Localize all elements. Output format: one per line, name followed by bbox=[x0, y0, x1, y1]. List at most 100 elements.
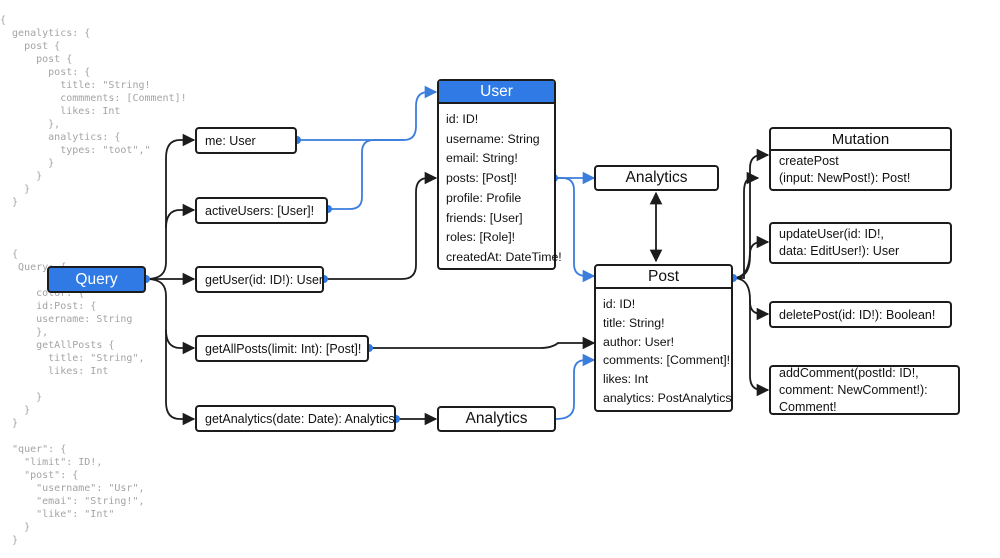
code-line: "quer": { bbox=[0, 444, 67, 455]
add-comment-mutation-node[interactable]: addComment(postId: ID!, comment: NewComm… bbox=[769, 365, 960, 415]
user-field: posts: [Post]! bbox=[446, 171, 518, 186]
add-comment-line-3: Comment! bbox=[779, 399, 837, 414]
code-line: likes: Int bbox=[0, 366, 109, 377]
edge-query-get-analytics bbox=[165, 330, 196, 426]
post-field: comments: [Comment]! bbox=[603, 353, 731, 368]
get-analytics-field-node[interactable]: getAnalytics(date: Date): Analytics bbox=[195, 405, 396, 432]
user-type-fields: id: ID! username: String email: String! pos… bbox=[439, 104, 562, 268]
create-post-line-1: createPost bbox=[779, 154, 839, 168]
user-type-title: User bbox=[439, 81, 554, 104]
add-comment-line-1: addComment(postId: ID!, bbox=[779, 365, 919, 380]
edge-analytics-to-post bbox=[555, 353, 596, 420]
edge-query-me bbox=[145, 133, 196, 280]
code-line: analytics: { bbox=[0, 132, 121, 143]
edge-user-posts-to-post bbox=[554, 177, 596, 283]
query-label: Query bbox=[75, 270, 118, 288]
edge-post-to-analytics-top bbox=[733, 171, 760, 279]
edge-query-active-users bbox=[165, 203, 196, 229]
code-line: likes: Int bbox=[0, 106, 121, 117]
code-line: post { bbox=[0, 41, 61, 52]
code-line: post { bbox=[0, 54, 73, 65]
get-analytics-field-label: getAnalytics(date: Date): Analytics bbox=[205, 411, 395, 426]
edge-post-to-add-comment bbox=[749, 300, 770, 397]
edge-active-users-to-user bbox=[328, 139, 404, 210]
code-line: } bbox=[0, 405, 31, 416]
code-line: title: "String! bbox=[0, 80, 151, 91]
code-line: commments: [Comment]! bbox=[0, 93, 187, 104]
post-type-node[interactable]: Post id: ID! title: String! author: User! c… bbox=[594, 264, 733, 412]
code-line: "post": { bbox=[0, 470, 79, 481]
post-field: id: ID! bbox=[603, 297, 636, 311]
edge-get-user-to-user bbox=[324, 171, 438, 280]
active-users-field-label: activeUsers: [User]! bbox=[205, 203, 315, 218]
query-node[interactable]: Query bbox=[47, 266, 146, 293]
me-field-label: me: User bbox=[205, 133, 256, 148]
code-line: getAllPosts { bbox=[0, 340, 115, 351]
post-field: author: User! bbox=[603, 334, 675, 349]
code-line: { bbox=[0, 15, 7, 26]
edge-query-get-all-posts bbox=[145, 278, 196, 355]
code-line: color: { bbox=[0, 288, 85, 299]
code-line: }, bbox=[0, 119, 61, 130]
user-field: roles: [Role]! bbox=[446, 230, 516, 245]
code-line: id:Post: { bbox=[0, 301, 97, 312]
edge-post-to-create-post bbox=[732, 148, 770, 279]
analytics-top-node[interactable]: Analytics bbox=[594, 165, 719, 191]
post-field: analytics: PostAnalytics bbox=[603, 390, 732, 405]
user-type-node[interactable]: User id: ID! username: String email: Strin… bbox=[437, 79, 562, 270]
get-user-field-label: getUser(id: ID!): User bbox=[205, 272, 324, 287]
code-line: }, bbox=[0, 327, 49, 338]
get-user-field-node[interactable]: getUser(id: ID!): User bbox=[195, 266, 324, 293]
code-line: } bbox=[0, 197, 19, 208]
code-line: "like": "Int" bbox=[0, 509, 115, 520]
update-user-line-2: data: EditUser!): User bbox=[779, 244, 900, 258]
delete-post-label: deletePost(id: ID!): Boolean! bbox=[779, 307, 936, 322]
user-field: username: String bbox=[446, 131, 540, 146]
get-all-posts-field-node[interactable]: getAllPosts(limit: Int): [Post]! bbox=[195, 335, 369, 362]
user-field: profile: Profile bbox=[446, 190, 522, 205]
me-field-node[interactable]: me: User bbox=[195, 127, 297, 154]
analytics-top-label: Analytics bbox=[625, 169, 688, 186]
code-line: { bbox=[0, 249, 19, 260]
analytics-bottom-label: Analytics bbox=[465, 410, 528, 427]
mutation-node[interactable]: Mutation createPost (input: NewPost!): P… bbox=[769, 127, 952, 191]
user-field: email: String! bbox=[446, 151, 518, 166]
code-line: "username": "Usr", bbox=[0, 483, 145, 494]
code-line: } bbox=[0, 418, 19, 429]
post-field: title: String! bbox=[603, 315, 665, 330]
code-line: } bbox=[0, 522, 31, 533]
user-field: createdAt: DateTime! bbox=[446, 249, 562, 264]
add-comment-line-2: comment: NewComment!): bbox=[779, 382, 928, 397]
delete-post-mutation-node[interactable]: deletePost(id: ID!): Boolean! bbox=[769, 301, 952, 328]
post-field: likes: Int bbox=[603, 372, 649, 387]
code-line: } bbox=[0, 392, 43, 403]
code-line: types: "toot"," bbox=[0, 145, 151, 156]
user-field: id: ID! bbox=[446, 112, 479, 126]
code-line: "emai": "String!", bbox=[0, 496, 145, 507]
code-line: genalytics: { bbox=[0, 28, 91, 39]
code-line: } bbox=[0, 184, 31, 195]
code-line: } bbox=[0, 171, 43, 182]
code-line: username: String bbox=[0, 314, 133, 325]
create-post-line-2: (input: NewPost!): Post! bbox=[779, 171, 911, 185]
edge-post-to-update-user bbox=[732, 235, 770, 279]
post-type-title: Post bbox=[596, 266, 731, 289]
code-background: { genalytics: { post { post { post: { ti… bbox=[0, 0, 240, 558]
code-line: title: "String", bbox=[0, 353, 145, 364]
get-all-posts-field-label: getAllPosts(limit: Int): [Post]! bbox=[205, 341, 362, 356]
analytics-bottom-node[interactable]: Analytics bbox=[437, 406, 556, 432]
post-type-fields: id: ID! title: String! author: User! commen… bbox=[596, 289, 732, 408]
edge-get-all-posts-to-post bbox=[369, 336, 596, 350]
create-post-mutation[interactable]: createPost (input: NewPost!): Post! bbox=[771, 151, 950, 189]
code-line: } bbox=[0, 535, 19, 546]
active-users-field-node[interactable]: activeUsers: [User]! bbox=[195, 197, 328, 224]
edge-me-to-user bbox=[297, 85, 438, 141]
code-line: } bbox=[0, 158, 55, 169]
user-field: friends: [User] bbox=[446, 210, 523, 225]
mutation-title: Mutation bbox=[771, 129, 950, 151]
code-line: "limit": ID!, bbox=[0, 457, 103, 468]
update-user-mutation-node[interactable]: updateUser(id: ID!, data: EditUser!): Us… bbox=[769, 222, 952, 264]
update-user-line-1: updateUser(id: ID!, bbox=[779, 227, 884, 241]
code-line: post: { bbox=[0, 67, 91, 78]
